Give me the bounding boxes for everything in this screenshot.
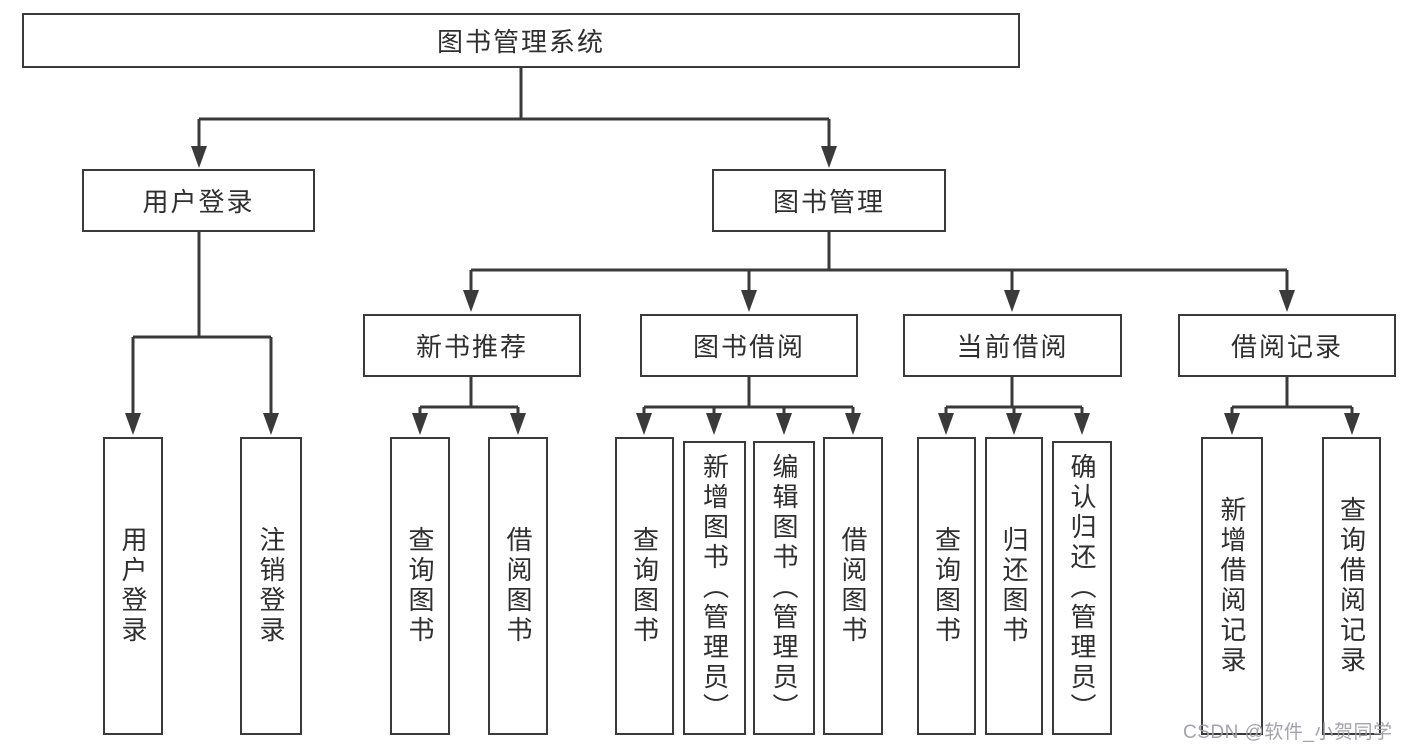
leaf-borrow-book-borrow-label: 借阅图书 bbox=[838, 526, 868, 646]
leaf-logout-label: 注销登录 bbox=[256, 526, 286, 646]
leaf-confirm-return: 确认归还（管理员） bbox=[1052, 441, 1112, 735]
leaf-user-login: 用户登录 bbox=[103, 437, 163, 735]
leaf-edit-book-label: 编辑图书（管理员） bbox=[769, 453, 799, 723]
node-borrow-record: 借阅记录 bbox=[1178, 314, 1396, 377]
leaf-return-book-label: 归还图书 bbox=[999, 526, 1029, 646]
leaf-query-book-recommend-label: 查询图书 bbox=[405, 526, 435, 646]
node-new-book-recommend-label: 新书推荐 bbox=[415, 332, 528, 362]
leaf-query-book-current: 查询图书 bbox=[917, 437, 976, 735]
node-book-borrow-label: 图书借阅 bbox=[692, 332, 805, 362]
leaf-add-book-label: 新增图书（管理员） bbox=[699, 453, 730, 723]
leaf-confirm-return-label: 确认归还（管理员） bbox=[1067, 453, 1097, 723]
leaf-return-book: 归还图书 bbox=[985, 437, 1043, 735]
node-new-book-recommend: 新书推荐 bbox=[363, 314, 581, 377]
node-current-borrow-label: 当前借阅 bbox=[956, 332, 1069, 362]
arrowheads bbox=[125, 146, 1360, 435]
leaf-borrow-book-borrow: 借阅图书 bbox=[823, 437, 883, 735]
leaf-add-borrow-record: 新增借阅记录 bbox=[1201, 437, 1263, 735]
leaf-borrow-book-recommend: 借阅图书 bbox=[488, 437, 548, 735]
node-current-borrow: 当前借阅 bbox=[903, 314, 1122, 377]
node-user-login-label: 用户登录 bbox=[142, 187, 255, 217]
node-root-label: 图书管理系统 bbox=[436, 27, 605, 57]
leaf-edit-book: 编辑图书（管理员） bbox=[753, 441, 815, 735]
node-book-borrow: 图书借阅 bbox=[640, 314, 858, 377]
leaf-user-login-label: 用户登录 bbox=[118, 526, 148, 646]
leaf-query-book-borrow-label: 查询图书 bbox=[629, 526, 660, 646]
leaf-logout: 注销登录 bbox=[240, 437, 302, 735]
node-borrow-record-label: 借阅记录 bbox=[1230, 332, 1343, 362]
leaf-query-book-borrow: 查询图书 bbox=[615, 437, 674, 735]
leaf-add-book: 新增图书（管理员） bbox=[683, 441, 746, 735]
leaf-query-book-recommend: 查询图书 bbox=[390, 437, 450, 735]
leaf-borrow-book-recommend-label: 借阅图书 bbox=[503, 526, 533, 646]
leaf-query-borrow-record: 查询借阅记录 bbox=[1322, 437, 1381, 735]
leaf-query-book-current-label: 查询图书 bbox=[931, 526, 962, 646]
node-book-management-label: 图书管理 bbox=[772, 187, 885, 217]
watermark: CSDN @软件_小贺同学 bbox=[1183, 722, 1393, 743]
leaf-query-borrow-record-label: 查询借阅记录 bbox=[1336, 496, 1367, 676]
node-root: 图书管理系统 bbox=[22, 13, 1020, 68]
node-user-login: 用户登录 bbox=[82, 169, 315, 232]
node-book-management: 图书管理 bbox=[712, 169, 946, 232]
leaf-add-borrow-record-label: 新增借阅记录 bbox=[1217, 496, 1247, 676]
